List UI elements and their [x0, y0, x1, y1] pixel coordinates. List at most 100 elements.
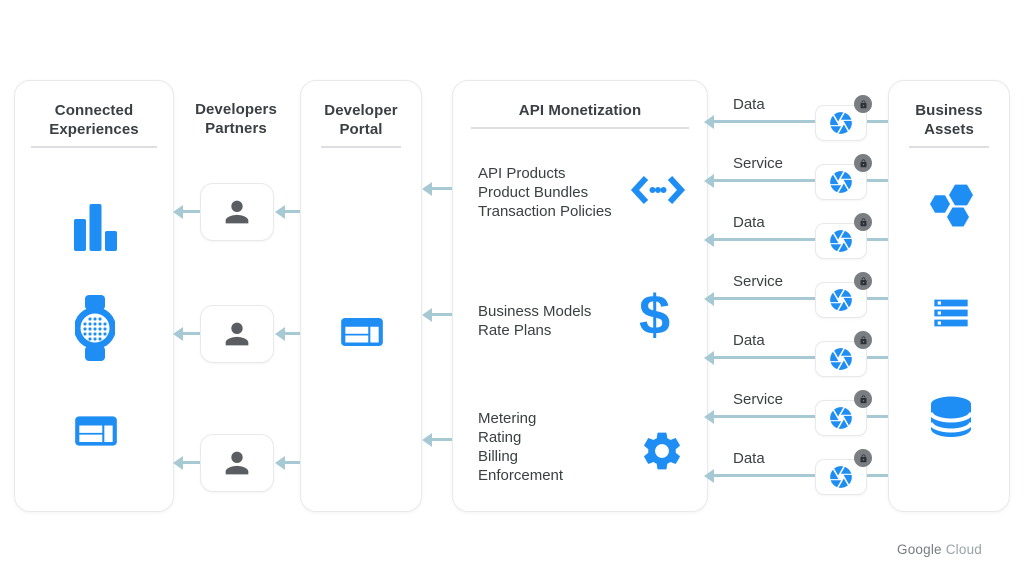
flow-label: Data — [733, 96, 765, 113]
person-icon — [225, 322, 249, 346]
lock-icon — [860, 335, 866, 344]
flow-connector — [867, 297, 888, 300]
title-divider — [471, 127, 689, 129]
flow-arrow-to-partner — [275, 204, 300, 219]
mesh-gateway-icon — [830, 171, 852, 193]
title-divider — [909, 146, 989, 148]
arrowhead-icon — [704, 173, 714, 188]
title-divider — [31, 146, 157, 148]
lock-badge — [854, 272, 872, 290]
secure-mesh-node — [815, 272, 872, 318]
lock-icon — [860, 158, 866, 167]
mesh-gateway-icon — [830, 466, 852, 488]
mesh-gateway-icon — [830, 112, 852, 134]
mesh-gateway-icon — [830, 348, 852, 370]
bar-chart-icon — [74, 204, 117, 251]
arrowhead-icon — [704, 409, 714, 424]
flow-arrow — [704, 173, 815, 188]
database-icon — [929, 396, 973, 437]
hexagon-cluster-icon — [930, 184, 973, 227]
section-line: Transaction Policies — [478, 203, 612, 220]
secure-mesh-node — [815, 331, 872, 377]
flow-label: Service — [733, 391, 784, 408]
section-line: Metering — [478, 410, 537, 427]
flow-arrow — [704, 291, 815, 306]
secure-mesh-node — [815, 154, 872, 200]
arrowhead-icon — [275, 204, 285, 219]
secure-mesh-node — [815, 95, 872, 141]
arrowhead-icon — [704, 232, 714, 247]
smartwatch-icon — [75, 295, 115, 361]
flow-connector — [867, 356, 888, 359]
flow-arrow-to-experience — [173, 326, 200, 341]
panel-connected-experiences: Connected Experiences — [14, 80, 174, 512]
lock-badge — [854, 154, 872, 172]
monetization-section-products: API Products Product Bundles Transaction… — [478, 164, 612, 221]
gear-icon — [644, 432, 680, 470]
arrowhead-icon — [173, 204, 183, 219]
section-line: Business Models — [478, 303, 592, 320]
arrowhead-icon — [422, 432, 432, 447]
secure-mesh-node — [815, 449, 872, 495]
panel-business-assets: Business Assets — [888, 80, 1010, 512]
flow-label: Data — [733, 450, 765, 467]
flow-connector — [867, 415, 888, 418]
lock-badge — [854, 213, 872, 231]
brand-word-cloud: Cloud — [945, 542, 983, 557]
dashboard-icon — [75, 416, 117, 446]
section-line: Billing — [478, 448, 519, 465]
arrowhead-icon — [704, 350, 714, 365]
secure-mesh-node — [815, 213, 872, 259]
person-icon — [225, 200, 249, 224]
flow-arrow-to-experience — [173, 455, 200, 470]
lock-badge — [854, 331, 872, 349]
monetization-section-business-models: Business Models Rate Plans — [478, 302, 591, 340]
mesh-gateway-icon — [830, 230, 852, 252]
flow-connector — [867, 474, 888, 477]
flow-arrow — [704, 350, 815, 365]
section-line: Enforcement — [478, 467, 564, 484]
arrowhead-icon — [704, 291, 714, 306]
developer-partner-node — [200, 434, 274, 492]
flow-label: Service — [733, 273, 784, 290]
panel-api-monetization: API Monetization API Products Product Bu… — [452, 80, 708, 512]
flow-connector — [867, 120, 888, 123]
developer-partner-node — [200, 183, 274, 241]
panel-title-business-assets: Business Assets — [915, 102, 983, 138]
title-divider — [321, 146, 401, 148]
panel-title-developers-partners: Developers Partners — [195, 101, 277, 137]
mesh-gateway-icon — [830, 407, 852, 429]
flow-label: Data — [733, 332, 765, 349]
panel-developers-partners: Developers Partners — [180, 80, 292, 138]
flow-arrow — [704, 468, 815, 483]
section-line: Rate Plans — [478, 322, 552, 339]
person-icon — [225, 451, 249, 475]
arrowhead-icon — [704, 468, 714, 483]
arrowhead-icon — [704, 114, 714, 129]
section-line: Product Bundles — [478, 184, 589, 201]
dollar-icon: $ — [639, 283, 671, 346]
lock-badge — [854, 390, 872, 408]
lock-badge — [854, 449, 872, 467]
flow-label: Data — [733, 214, 765, 231]
flow-arrow-to-portal — [422, 307, 452, 322]
lock-icon — [860, 394, 866, 403]
flow-arrow — [704, 114, 815, 129]
mesh-gateway-icon — [830, 289, 852, 311]
arrowhead-icon — [422, 307, 432, 322]
developer-partner-node — [200, 305, 274, 363]
flow-arrow — [704, 232, 815, 247]
server-storage-icon — [934, 299, 968, 327]
lock-icon — [860, 217, 866, 226]
monetization-section-metering: Metering Rating Billing Enforcement — [478, 409, 563, 485]
flow-arrow-to-experience — [173, 204, 200, 219]
lock-icon — [860, 453, 866, 462]
flow-arrow-to-portal — [422, 432, 452, 447]
arrowhead-icon — [422, 181, 432, 196]
flow-connector — [867, 238, 888, 241]
panel-title-developer-portal: Developer Portal — [324, 102, 398, 138]
lock-badge — [854, 95, 872, 113]
section-line: API Products — [478, 165, 566, 182]
